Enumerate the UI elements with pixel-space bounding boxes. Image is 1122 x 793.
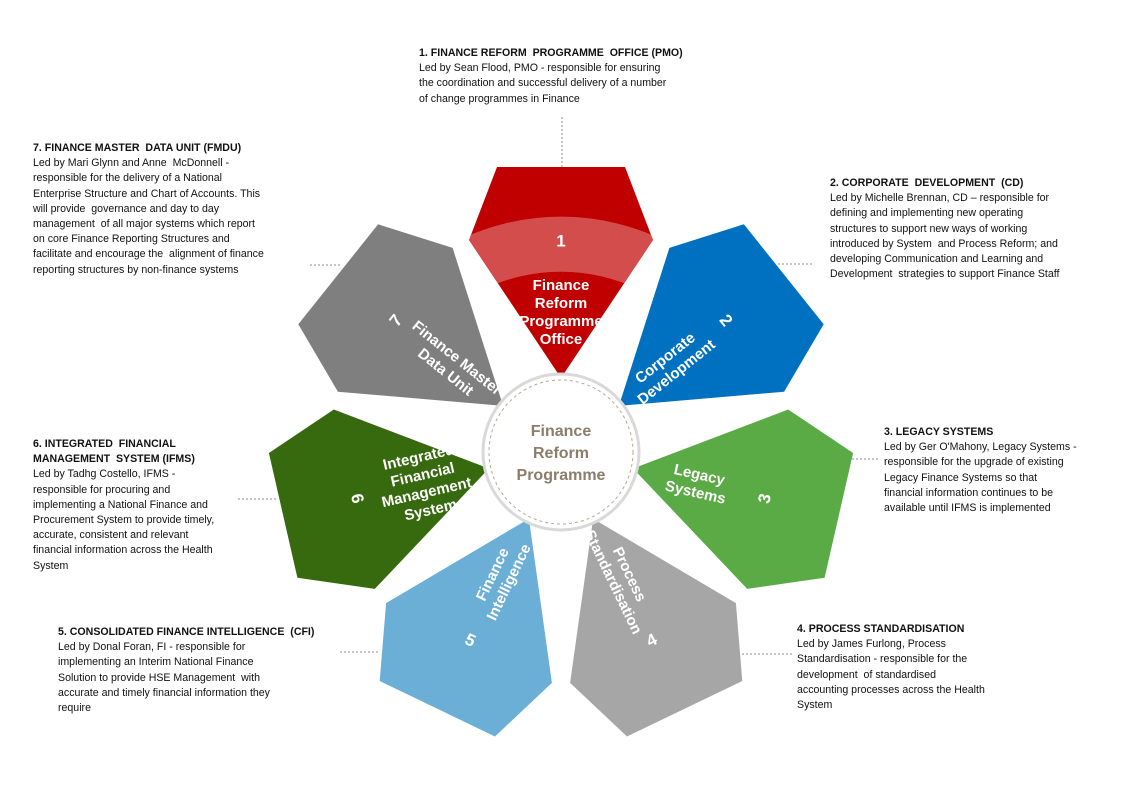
- segment-6-number: 6: [347, 492, 368, 505]
- description-3-title: 3. LEGACY SYSTEMS: [884, 426, 994, 438]
- description-1: 1. FINANCE REFORM PROGRAMME OFFICE (PMO)…: [419, 46, 719, 107]
- description-1-title: 1. FINANCE REFORM PROGRAMME OFFICE (PMO): [419, 47, 683, 59]
- description-5: 5. CONSOLIDATED FINANCE INTELLIGENCE (CF…: [58, 625, 328, 716]
- description-6-body: Led by Tadhg Costello, IFMS - responsibl…: [33, 468, 215, 572]
- segment-1-band: [469, 216, 653, 290]
- segment-6-label: IntegratedFinancialManagementSystem: [372, 439, 477, 529]
- description-2: 2. CORPORATE DEVELOPMENT (CD) Led by Mic…: [830, 176, 1110, 282]
- description-7-body: Led by Mari Glynn and Anne McDonnell - r…: [33, 157, 264, 276]
- description-5-body: Led by Donal Foran, FI - responsible for…: [58, 641, 270, 715]
- description-7: 7. FINANCE MASTER DATA UNIT (FMDU) Led b…: [33, 141, 308, 278]
- description-1-body: Led by Sean Flood, PMO - responsible for…: [419, 62, 667, 105]
- segment-6: 6 IntegratedFinancialManagementSystem: [268, 409, 489, 589]
- description-7-title: 7. FINANCE MASTER DATA UNIT (FMDU): [33, 142, 242, 154]
- description-4-title: 4. PROCESS STANDARDISATION: [797, 623, 965, 635]
- description-2-title: 2. CORPORATE DEVELOPMENT (CD): [830, 177, 1024, 189]
- segment-5-shape: [379, 518, 552, 737]
- description-6-title: 6. INTEGRATED FINANCIAL MANAGEMENT SYSTE…: [33, 438, 195, 466]
- description-4: 4. PROCESS STANDARDISATION Led by James …: [797, 622, 1027, 713]
- description-3-body: Led by Ger O'Mahony, Legacy Systems - re…: [884, 441, 1077, 515]
- description-6: 6. INTEGRATED FINANCIAL MANAGEMENT SYSTE…: [33, 437, 263, 574]
- description-5-title: 5. CONSOLIDATED FINANCE INTELLIGENCE (CF…: [58, 626, 315, 638]
- segment-3-shape: [633, 409, 854, 589]
- hub-inner-circle: [488, 379, 634, 525]
- segment-7-shape: [298, 224, 504, 406]
- description-2-body: Led by Michelle Brennan, CD – responsibl…: [830, 192, 1060, 281]
- description-3: 3. LEGACY SYSTEMS Led by Ger O'Mahony, L…: [884, 425, 1116, 516]
- description-4-body: Led by James Furlong, Process Standardis…: [797, 638, 985, 712]
- segment-2-shape: [618, 224, 824, 406]
- segment-1-number: 1: [556, 231, 565, 250]
- connector-lines: [238, 117, 880, 655]
- segment-3-number: 3: [754, 492, 775, 505]
- segment-4-shape: [570, 518, 743, 737]
- segment-6-shape: [268, 409, 489, 589]
- segment-1-shape: [469, 167, 653, 378]
